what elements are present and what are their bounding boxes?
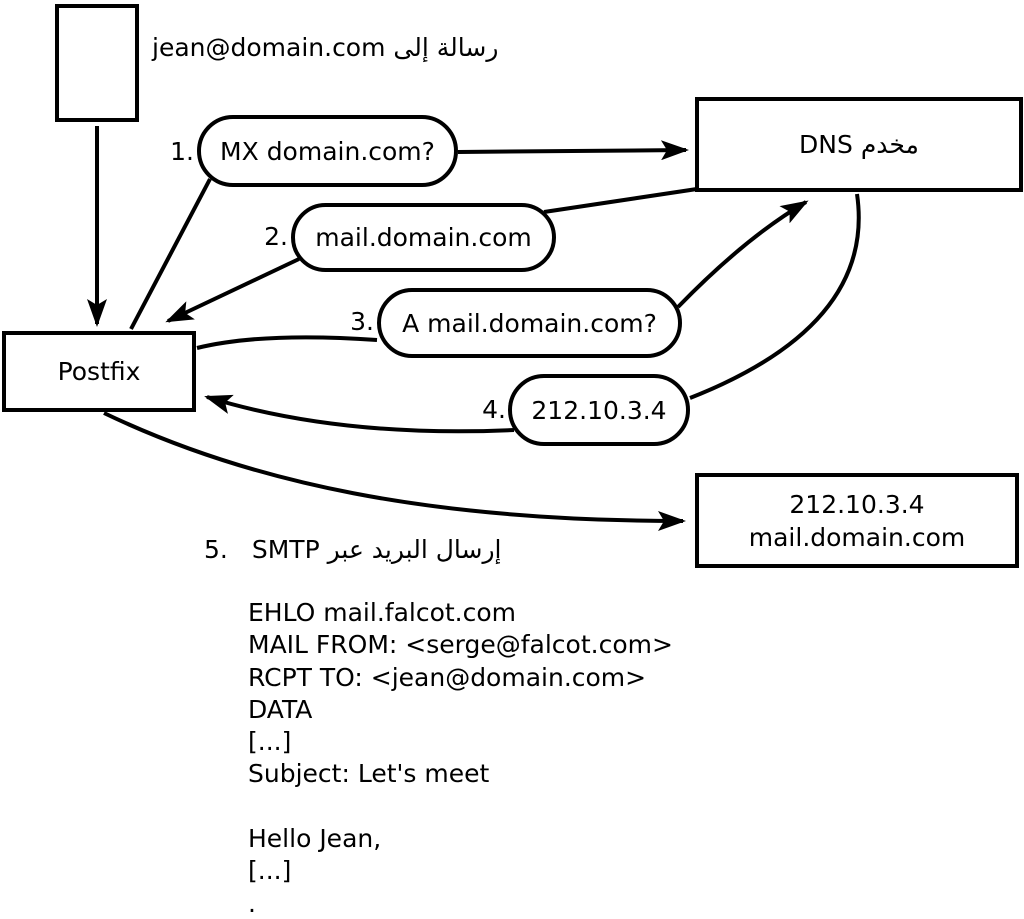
mail-server-box: 212.10.3.4 mail.domain.com bbox=[695, 473, 1019, 568]
pill-a-query: A mail.domain.com? bbox=[377, 288, 682, 358]
pill-a-query-label: A mail.domain.com? bbox=[402, 308, 657, 338]
dns-server-label: مخدم DNS bbox=[799, 130, 919, 159]
step-5-caption: 5. إرسال البريد عبر SMTP bbox=[204, 535, 501, 564]
smtp-line: DATA bbox=[248, 694, 313, 724]
mail-server-ip: 212.10.3.4 bbox=[789, 489, 925, 519]
line-postfix-to-a-query bbox=[196, 335, 378, 350]
message-to-label: رسالة إلى jean@domain.com bbox=[152, 33, 499, 62]
step-number-3: 3. bbox=[350, 307, 374, 336]
smtp-line: MAIL FROM: <serge@falcot.com> bbox=[248, 630, 673, 660]
step-number-1: 1. bbox=[170, 137, 194, 166]
pill-mx-query-label: MX domain.com? bbox=[220, 136, 435, 166]
postfix-box: Postfix bbox=[2, 331, 196, 412]
step-number-4: 4. bbox=[482, 395, 506, 424]
line-dns-to-mx-answer bbox=[543, 187, 698, 214]
smtp-line: Subject: Let's meet bbox=[248, 759, 490, 789]
step-number-2: 2. bbox=[264, 222, 288, 251]
dns-server-box: مخدم DNS bbox=[695, 97, 1023, 192]
pill-mx-query: MX domain.com? bbox=[197, 115, 458, 187]
arrow-mx-answer-to-postfix bbox=[165, 257, 300, 323]
smtp-line: EHLO mail.falcot.com bbox=[248, 598, 517, 627]
user-box bbox=[55, 4, 139, 122]
arrow-mx-query-to-dns bbox=[457, 140, 689, 161]
line-postfix-to-mx-query bbox=[129, 178, 212, 330]
arrow-a-query-to-dns bbox=[676, 200, 809, 309]
arrow-a-answer-to-postfix bbox=[204, 394, 515, 434]
arrow-postfix-to-mail-server bbox=[103, 411, 686, 531]
step-number-5: 5. bbox=[204, 535, 228, 564]
pill-a-answer-label: 212.10.3.4 bbox=[531, 395, 667, 425]
smtp-line: Hello Jean, bbox=[248, 824, 382, 854]
smtp-line: [...] bbox=[248, 856, 292, 886]
smtp-session-transcript: EHLO mail.falcot.com MAIL FROM: <serge@f… bbox=[248, 597, 673, 919]
mail-server-label: 212.10.3.4 mail.domain.com bbox=[749, 488, 965, 554]
pill-mx-answer: mail.domain.com bbox=[291, 203, 556, 272]
mail-server-hostname: mail.domain.com bbox=[748, 522, 966, 552]
step-5-label: إرسال البريد عبر SMTP bbox=[251, 535, 502, 564]
smtp-line: [...] bbox=[248, 727, 292, 757]
smtp-line: RCPT TO: <jean@domain.com> bbox=[248, 662, 647, 692]
pill-a-answer: 212.10.3.4 bbox=[508, 374, 690, 446]
smtp-line: . bbox=[248, 888, 256, 918]
line-dns-to-a-answer bbox=[689, 193, 861, 400]
postfix-label: Postfix bbox=[57, 357, 141, 386]
pill-mx-answer-label: mail.domain.com bbox=[315, 223, 532, 252]
smtp-line bbox=[248, 791, 673, 823]
